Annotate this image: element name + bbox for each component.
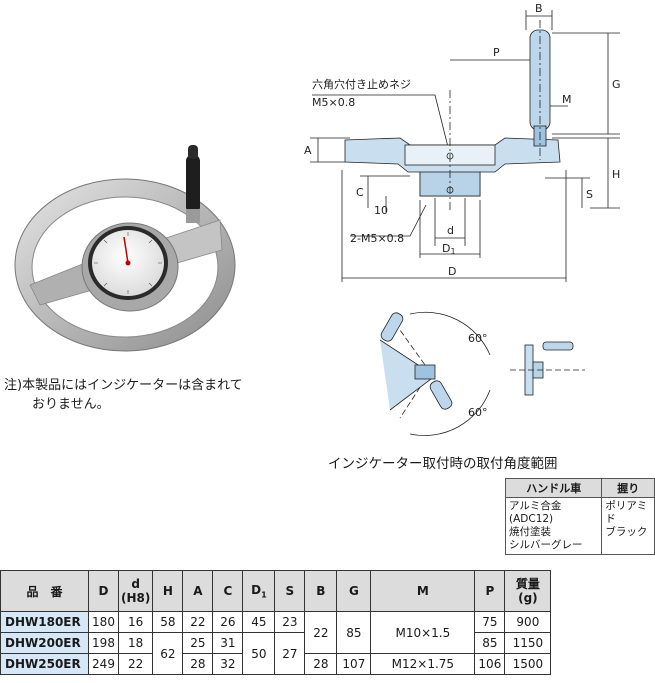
spec-cell-c: 31 — [212, 632, 244, 654]
dim-label-a: A — [304, 144, 312, 157]
spec-part-number: DHW200ER — [0, 632, 89, 654]
dim-label-b: B — [535, 2, 543, 15]
dim-label-s: S — [586, 188, 593, 201]
dim-label-d-large: D — [448, 265, 456, 278]
materials-table: ハンドル車 握り アルミ合金(ADC12) 焼付塗装 シルバーグレー ポリアミド… — [504, 478, 655, 555]
spec-part-number: DHW250ER — [0, 653, 89, 675]
spec-cell-p: 106 — [474, 653, 506, 675]
spec-header-h: H — [152, 570, 184, 612]
table-row: DHW250ER 249 22 28 32 28 107 M12×1.75 10… — [0, 653, 552, 675]
spec-cell-s: 27 — [274, 632, 306, 675]
spec-cell-d: 198 — [88, 632, 119, 654]
angle-range-diagram: 60° 60° — [379, 311, 585, 436]
dim-label-p: P — [493, 46, 500, 59]
spec-header-g: G — [336, 570, 372, 612]
spec-header-m: M — [370, 570, 476, 612]
angle-caption: インジケーター取付時の取付角度範囲 — [328, 456, 558, 472]
materials-header-grip: 握り — [601, 478, 655, 498]
spec-cell-d1: 50 — [242, 632, 276, 675]
spec-cell-s: 23 — [274, 611, 306, 633]
spec-cell-g: 107 — [336, 653, 372, 675]
spec-cell-h: 58 — [152, 611, 184, 633]
spec-header-b: B — [304, 570, 338, 612]
spec-header-s: S — [274, 570, 306, 612]
materials-grip-cell: ポリアミド ブラック — [601, 497, 655, 555]
material-line: アルミ合金(ADC12) — [509, 500, 562, 525]
spec-cell-h: 62 — [152, 632, 184, 675]
spec-cell-d1: 45 — [242, 611, 276, 633]
spec-cell-b: 22 — [304, 611, 338, 654]
spec-cell-p: 75 — [474, 611, 506, 633]
spec-cell-m: M10×1.5 — [370, 611, 476, 654]
dim-label-h: H — [612, 168, 620, 181]
spec-cell-c: 26 — [212, 611, 244, 633]
dim-label-d-small: d — [447, 224, 454, 237]
table-row: DHW180ER 180 16 58 22 26 45 23 22 85 M10… — [0, 611, 552, 654]
spec-header-mass: 質量(g) — [504, 570, 552, 612]
material-line: シルバーグレー — [509, 539, 583, 551]
material-line: 焼付塗装 — [509, 526, 551, 538]
table-row: DHW200ER 198 18 62 25 31 50 27 85 1150 — [0, 632, 552, 675]
spec-header-part: 品 番 — [0, 570, 89, 612]
spec-header-bore: d(H8) — [117, 570, 154, 612]
spec-cell-a: 28 — [182, 653, 214, 675]
dim-label-c: C — [356, 186, 364, 199]
spec-cell-g: 85 — [336, 611, 372, 654]
angle-label-lower: 60° — [468, 406, 488, 419]
dim-label-m: M — [562, 93, 572, 106]
callout-tap-holes: 2-M5×0.8 — [350, 232, 404, 245]
callout-setscrew-line2: M5×0.8 — [312, 96, 355, 109]
spec-cell-d: 180 — [88, 611, 119, 633]
dim-label-d1: D1 — [442, 242, 456, 256]
materials-header-handwheel: ハンドル車 — [504, 478, 603, 498]
dim-label-g: G — [612, 78, 621, 91]
spec-cell-bore: 16 — [117, 611, 154, 633]
material-line: ポリアミド — [605, 500, 648, 525]
spec-cell-mass: 900 — [504, 611, 552, 633]
materials-handwheel-cell: アルミ合金(ADC12) 焼付塗装 シルバーグレー — [504, 497, 603, 555]
spec-part-number: DHW180ER — [0, 611, 89, 633]
spec-header-c: C — [212, 570, 244, 612]
spec-header-p: P — [474, 570, 506, 612]
spec-cell-a: 25 — [182, 632, 214, 654]
spec-cell-mass: 1150 — [504, 632, 552, 654]
spec-header-row: 品 番 D d(H8) H A C D1 S B G M P 質量(g) — [0, 570, 552, 612]
spec-header-a: A — [182, 570, 214, 612]
note-line-2: おりません。 — [32, 397, 110, 412]
spec-cell-c: 32 — [212, 653, 244, 675]
spec-cell-b: 28 — [304, 653, 338, 675]
spec-cell-d: 249 — [88, 653, 119, 675]
spec-cell-m: M12×1.75 — [370, 653, 476, 675]
spec-cell-bore: 18 — [117, 632, 154, 654]
note-text: 注)本製品にはインジケーターは含まれて おりません。 — [4, 376, 243, 414]
callout-setscrew-line1: 六角穴付き止めネジ — [312, 77, 411, 91]
spec-table: 品 番 D d(H8) H A C D1 S B G M P 質量(g) DHW… — [0, 570, 552, 675]
spec-cell-p: 85 — [474, 632, 506, 654]
dim-label-10: 10 — [374, 204, 388, 217]
angle-label-upper: 60° — [468, 332, 488, 345]
spec-cell-mass: 1500 — [504, 653, 552, 675]
note-line-1: 注)本製品にはインジケーターは含まれて — [4, 378, 243, 393]
product-photo — [14, 145, 236, 352]
spec-header-d: D — [88, 570, 119, 612]
section-drawing: B P G M A H C S 10 d D1 D 六角穴付き止めネジ M5×0… — [304, 2, 621, 282]
spec-header-d1: D1 — [242, 570, 276, 612]
spec-cell-a: 22 — [182, 611, 214, 633]
material-line: ブラック — [605, 526, 648, 538]
spec-cell-bore: 22 — [117, 653, 154, 675]
